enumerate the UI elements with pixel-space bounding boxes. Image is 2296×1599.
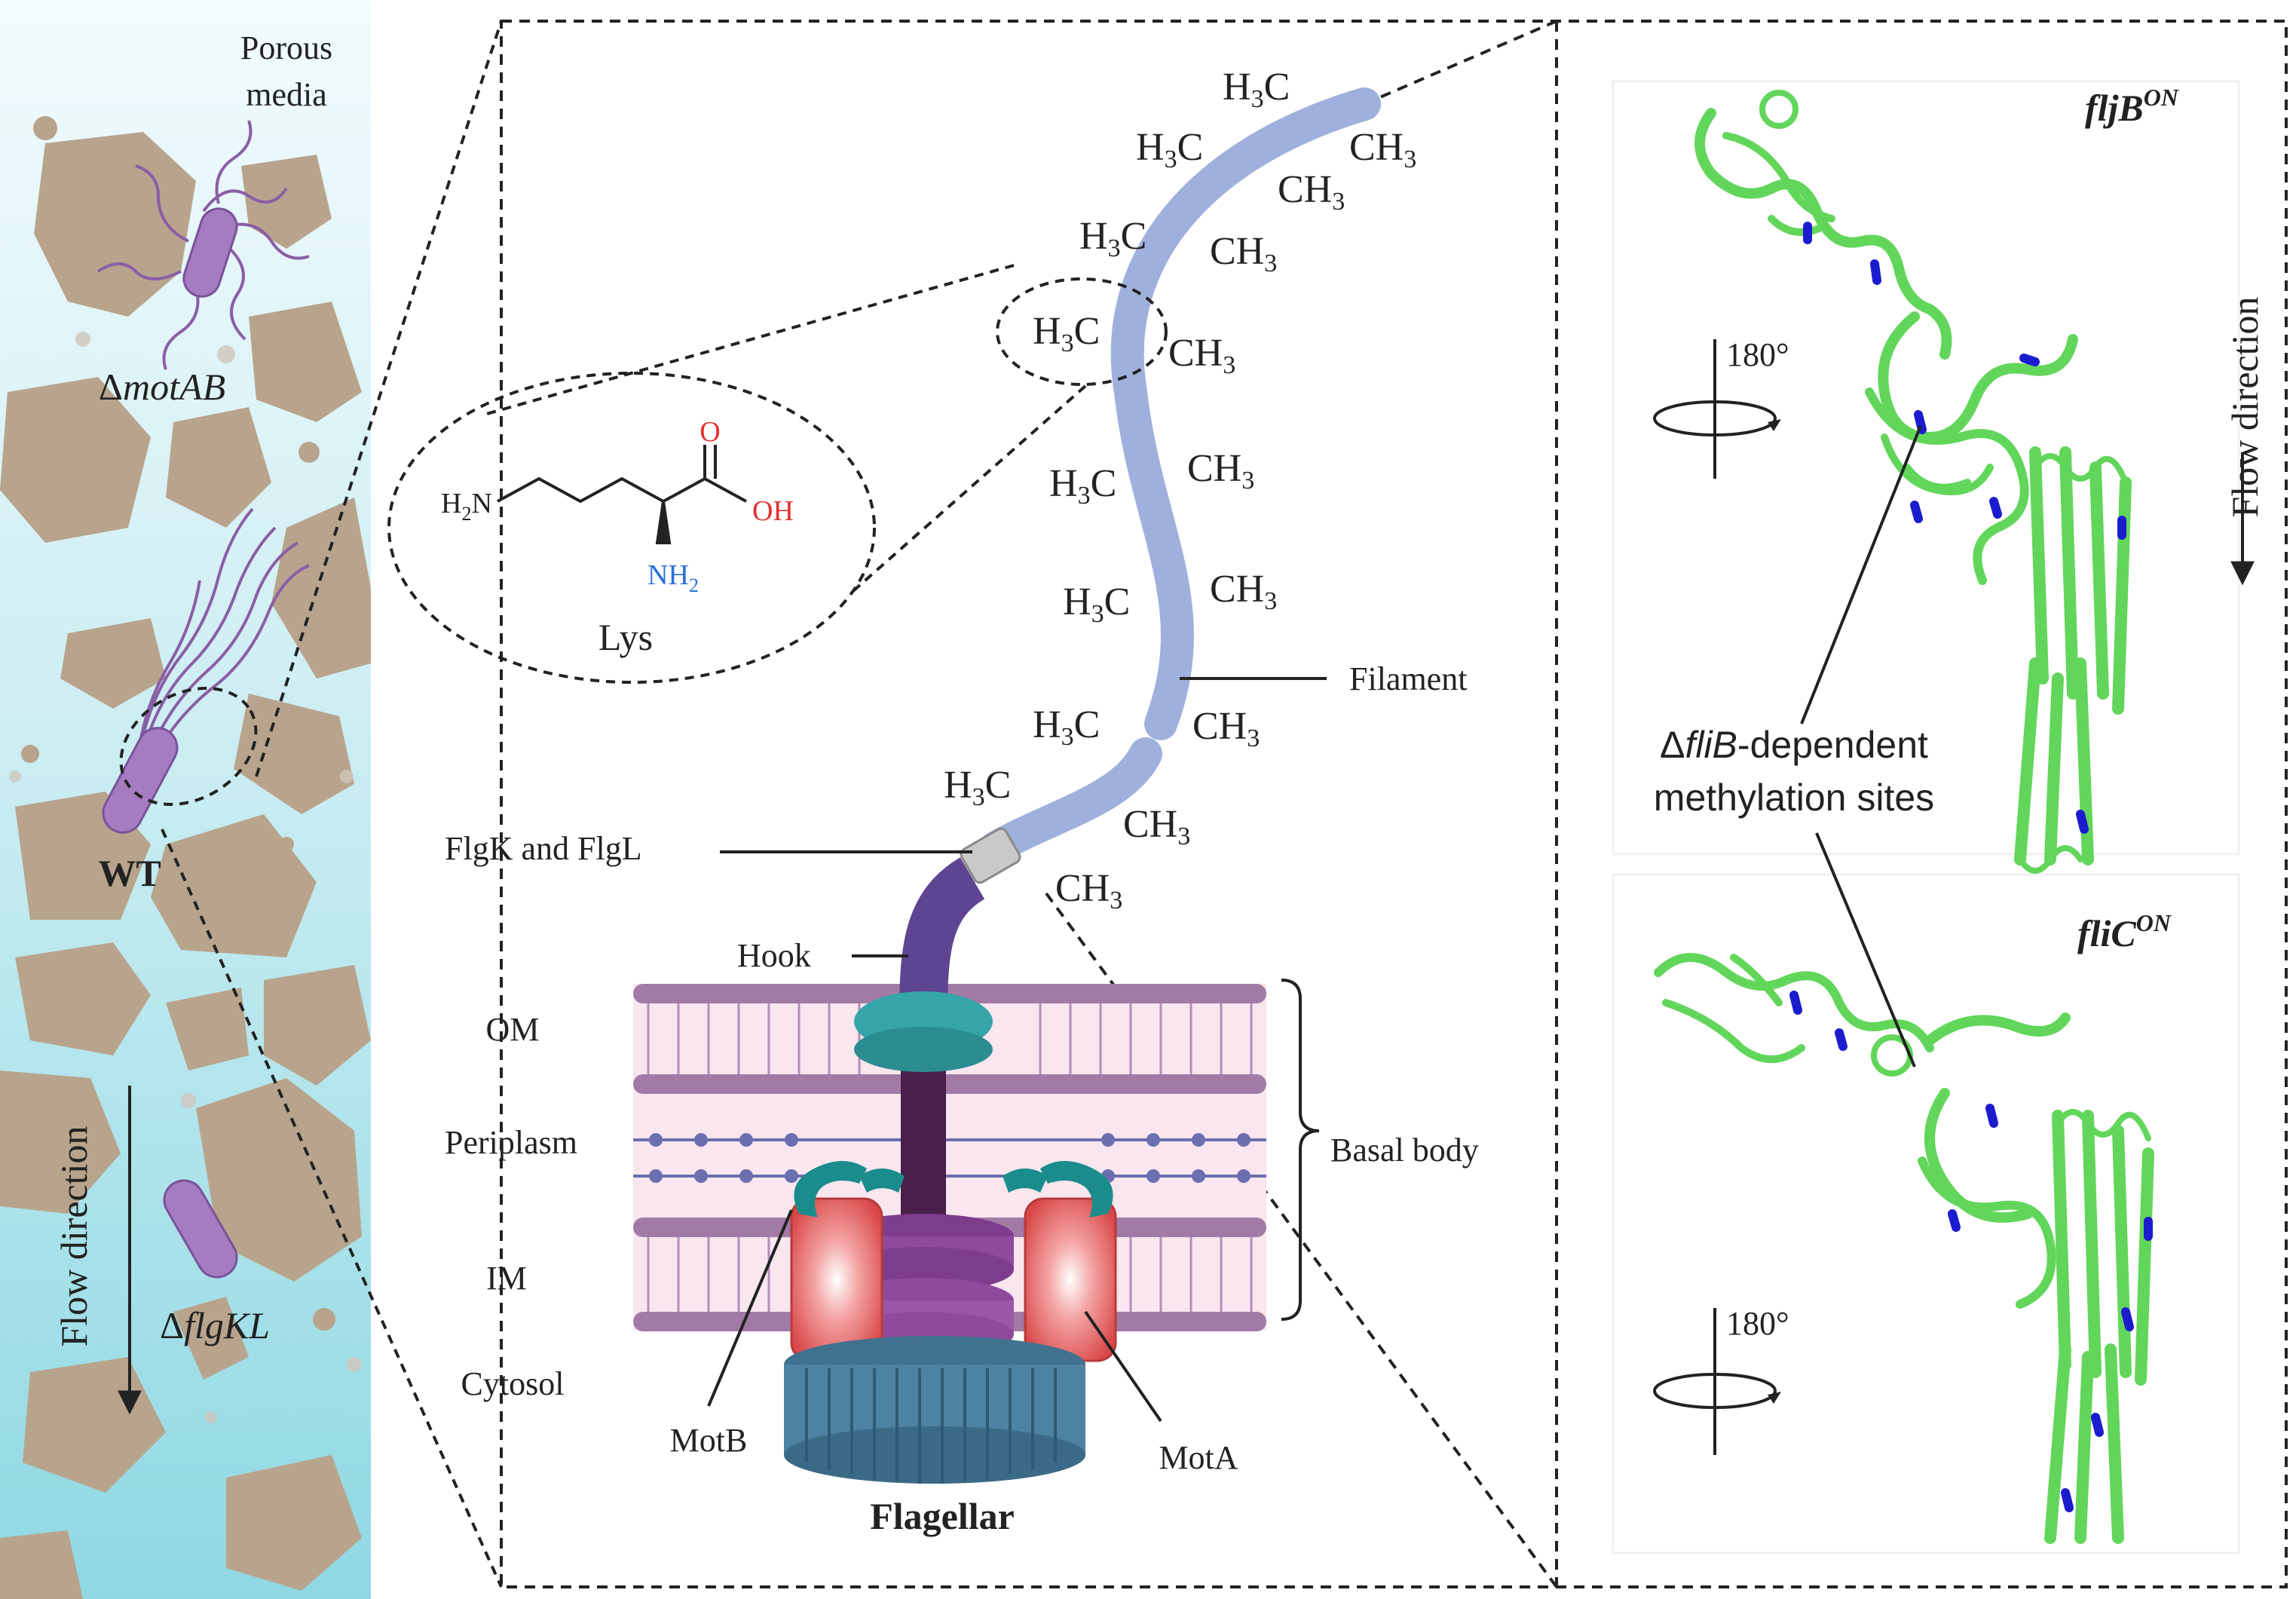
flow-direction-label-left: Flow direction bbox=[53, 1126, 95, 1346]
methyl-right-1: CH3 bbox=[1349, 126, 1416, 173]
detail-frame bbox=[500, 20, 2288, 1588]
lys-structure-ellipse bbox=[387, 372, 876, 684]
small-grains bbox=[9, 332, 362, 1423]
motb-label: MotB bbox=[670, 1422, 748, 1459]
zoom-connector-lines bbox=[161, 20, 503, 1588]
methyl-right-4: CH3 bbox=[1168, 332, 1235, 379]
strain-wt-label: WT bbox=[98, 852, 161, 894]
methyl-right-5: CH3 bbox=[1187, 447, 1254, 495]
methyl-zoom-ellipse-small bbox=[996, 277, 1168, 386]
lys-atom-oh: OH bbox=[752, 495, 794, 527]
fljb-structure-frame bbox=[1612, 80, 2240, 856]
wt-flagellum-zoom-circle bbox=[119, 686, 258, 807]
methylation-callout-line-bottom bbox=[1815, 832, 1916, 1068]
flic-methylation-sites bbox=[1789, 991, 2153, 1512]
flagellar-title: Flagellar bbox=[870, 1495, 1015, 1537]
filament-label: Filament bbox=[1349, 660, 1467, 697]
flic-label: fliCON bbox=[2077, 909, 2172, 954]
lys-zoom-line-top bbox=[483, 264, 1015, 416]
methyl-right-9: CH3 bbox=[1055, 867, 1122, 914]
mota-label: MotA bbox=[1159, 1439, 1238, 1476]
rotation-arrow-bottom bbox=[1768, 1392, 1781, 1404]
bacterium-flgKL bbox=[163, 1179, 238, 1279]
methylation-label-line1: ΔfliB-dependent bbox=[1660, 724, 1928, 766]
methylation-label-line2: methylation sites bbox=[1654, 777, 1934, 819]
methyl-left-4: H3C bbox=[1033, 310, 1100, 357]
methyl-right-8: CH3 bbox=[1123, 803, 1190, 850]
periplasm-label: Periplasm bbox=[445, 1124, 577, 1161]
porous-media-label-line1: Porous bbox=[240, 29, 332, 66]
bacterium-wt bbox=[102, 507, 310, 834]
methyl-right-6: CH3 bbox=[1210, 568, 1277, 615]
hook-label: Hook bbox=[737, 937, 811, 974]
flow-direction-label-right: Flow direction bbox=[2224, 296, 2266, 517]
lys-atom-nh2-left: H2N bbox=[441, 488, 492, 525]
methyl-left-7: H3C bbox=[1033, 703, 1100, 751]
mota-callout-line bbox=[1084, 1310, 1162, 1423]
methyl-right-7: CH3 bbox=[1192, 705, 1260, 752]
bacterium-motAB bbox=[96, 120, 310, 370]
fljb-label: fljBON bbox=[2085, 84, 2180, 129]
lys-zoom-line-bottom bbox=[846, 384, 1087, 597]
flgk-flgl-junction bbox=[960, 827, 1021, 884]
motb-units bbox=[794, 1161, 1113, 1218]
lys-label: Lys bbox=[598, 616, 653, 658]
rotation-label-top: 180° bbox=[1726, 336, 1789, 373]
methyl-left-8: H3C bbox=[944, 764, 1011, 811]
rotation-marker-top bbox=[1653, 339, 1777, 479]
methyl-left-3: H3C bbox=[1079, 215, 1146, 262]
filament-zoom-line-top bbox=[1364, 20, 1557, 106]
flagellar-filament-upper bbox=[1110, 87, 1381, 740]
lys-atom-nh2-bottom: NH2 bbox=[647, 559, 699, 596]
flic-structure-frame bbox=[1612, 873, 2240, 1555]
porous-media-label-line2: media bbox=[246, 76, 327, 113]
rotation-marker-bottom bbox=[1653, 1308, 1777, 1455]
fljb-protein-structure bbox=[1694, 90, 2132, 874]
im-label: IM bbox=[486, 1260, 527, 1297]
mota-unit-left bbox=[790, 1197, 883, 1362]
strain-flgKL-label: ΔflgKL bbox=[160, 1304, 270, 1346]
methyl-left-2: H3C bbox=[1136, 126, 1203, 173]
methyl-left-6: H3C bbox=[1063, 580, 1130, 628]
porous-media-panel: Porous media ΔmotAB bbox=[0, 0, 371, 1599]
strain-motAB-label: ΔmotAB bbox=[99, 366, 225, 408]
rotation-arrow-top bbox=[1768, 419, 1781, 431]
lysine-structure bbox=[497, 445, 747, 544]
peptidoglycan-layer bbox=[633, 1138, 1266, 1178]
om-label: OM bbox=[486, 1011, 540, 1048]
methylation-callout-line-top bbox=[1800, 425, 1922, 724]
methyl-right-2: CH3 bbox=[1278, 168, 1345, 216]
motb-callout-line bbox=[707, 1209, 793, 1407]
lys-atom-oxygen: O bbox=[700, 416, 720, 448]
methyl-right-3: CH3 bbox=[1210, 230, 1277, 277]
l-ring bbox=[854, 991, 993, 1072]
methyl-left-5: H3C bbox=[1049, 462, 1116, 510]
cytosol-label: Cytosol bbox=[461, 1365, 565, 1402]
basal-body-label: Basal body bbox=[1330, 1132, 1479, 1169]
flgk-flgl-label: FlgK and FlgL bbox=[445, 830, 642, 867]
basal-body-brace bbox=[1281, 979, 1320, 1321]
methyl-left-1: H3C bbox=[1223, 66, 1290, 113]
flic-protein-structure bbox=[1654, 953, 2154, 1544]
flagellar-filament-lower bbox=[978, 737, 1162, 865]
rotation-label-bottom: 180° bbox=[1726, 1305, 1789, 1342]
